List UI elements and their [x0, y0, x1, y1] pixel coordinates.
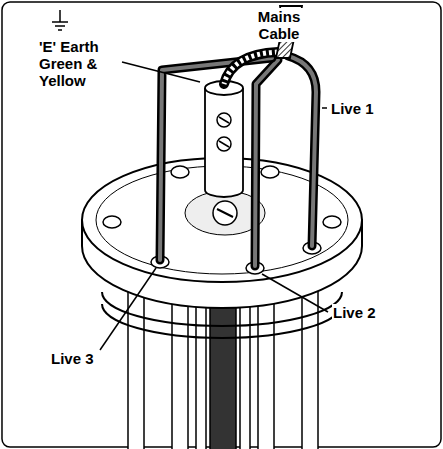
- terminal-screws: [217, 113, 231, 151]
- earth-terminal-block: [205, 88, 243, 197]
- earth-symbol: [52, 10, 68, 30]
- leader-lines: [100, 62, 328, 350]
- cable-label: Mains Cable: [250, 8, 308, 42]
- live-label: Live 2: [332, 304, 377, 321]
- live-label: Live 1: [330, 100, 375, 117]
- live-label: Live 3: [50, 350, 95, 367]
- centre-screw: [213, 201, 237, 225]
- live-wires: [160, 56, 316, 266]
- earth-label: 'E' Earth Green & Yellow: [38, 38, 120, 89]
- earth-wire: [224, 52, 278, 84]
